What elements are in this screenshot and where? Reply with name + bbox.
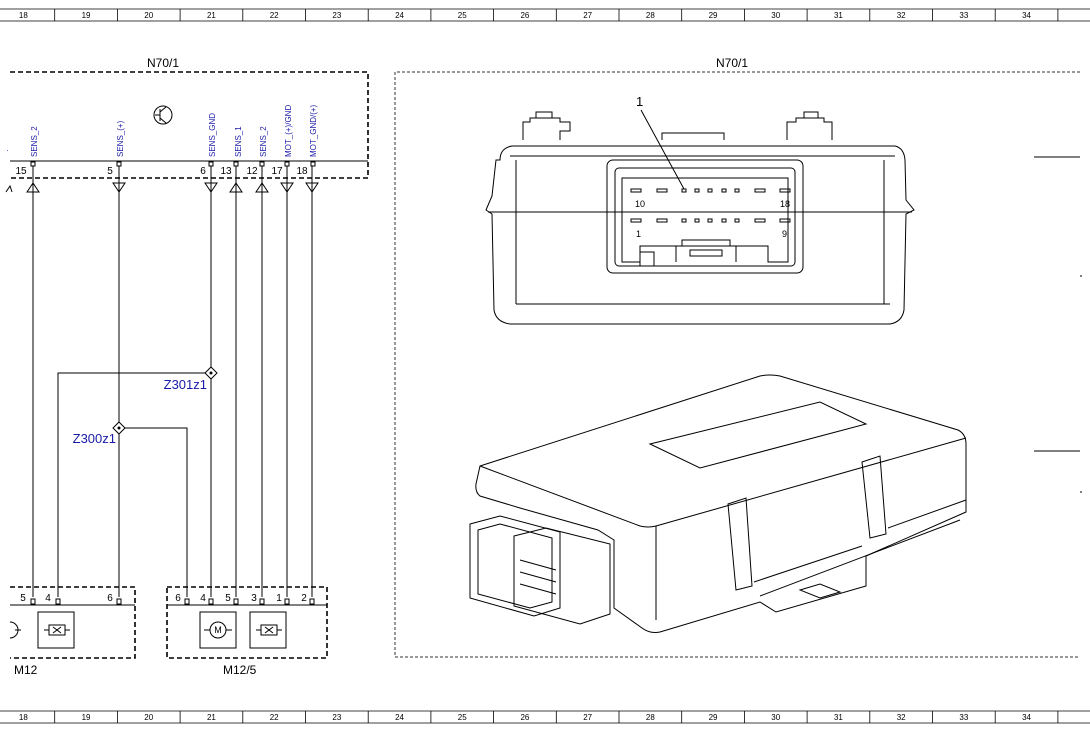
ruler-number: 24 [395,713,404,722]
ruler-number: 31 [834,11,843,20]
pin-number: 15 [15,166,27,177]
pin-number: 6 [107,593,113,604]
ruler-number: 26 [520,11,529,20]
ruler-number: 30 [771,11,780,20]
pin-number: 17 [271,166,283,177]
ruler-number: 29 [709,11,718,20]
ruler-number: 30 [771,713,780,722]
m12-5-component: 6 4 5 3 1 2 M M12/5 [166,586,328,677]
ruler-number: 34 [1022,713,1031,722]
ruler-number: 22 [270,713,279,722]
ruler-number: 21 [207,11,216,20]
bottom-ruler: 18 19 20 21 22 23 24 25 26 27 28 29 30 31 32 33 34 [0,710,1090,724]
motor-icon: M [199,611,237,649]
ruler-number: 33 [959,713,968,722]
right-box-title: N70/1 [716,56,748,70]
signal-label: SENS_(+) [116,120,125,157]
module-isometric-view [469,374,967,633]
motor-symbol: M [214,625,222,635]
ruler-number: 23 [332,11,341,20]
pin-number: 2 [301,593,307,604]
pin-number: 6 [200,166,206,177]
ruler-number: 25 [458,713,467,722]
pin-number: 5 [107,166,113,177]
signal-label: SENS_2 [30,126,39,157]
pin-number: 4 [200,593,206,604]
top-ruler: 18 19 20 21 22 23 24 25 26 27 28 29 30 31 32 33 34 [0,8,1090,22]
signal-label: SENS_2 [259,126,268,157]
ruler-number: 23 [332,713,341,722]
ruler-number: 31 [834,713,843,722]
sensor-icon [37,611,75,649]
wires [32,166,313,597]
ruler-number: 18 [19,713,28,722]
signal-label: MOT_GND/(+) [309,104,318,157]
transistor-icon [153,105,173,125]
ruler-number: 28 [646,11,655,20]
pin-number: 5 [20,593,26,604]
ruler-number: 24 [395,11,404,20]
pin-number: 6 [175,593,181,604]
pin-label-top-right: 18 [780,199,790,209]
signal-columns: SENS_2 15 SENS_(+) 5 SENS_GND 6 SENS_1 1… [15,104,318,177]
ruler-number: 20 [144,713,153,722]
m12-5-label: M12/5 [223,663,257,677]
pin-label-bottom-left: 1 [636,229,641,239]
splice-label: Z300z1 [73,431,116,446]
ruler-number: 34 [1022,11,1031,20]
pin-number: 13 [220,166,232,177]
pin-number: 18 [296,166,308,177]
module-front-view: 10 18 1 9 [485,111,915,325]
callout-number: 1 [636,94,643,109]
sensor-icon [249,611,287,649]
signal-label: SENS_1 [234,126,243,157]
pin-number: 5 [225,593,231,604]
ruler-number: 32 [897,713,906,722]
ruler-number: 19 [82,11,91,20]
ruler-number: 26 [520,713,529,722]
pin-label-bottom-right: 9 [782,229,787,239]
m12-component: 5 4 6 M12 [9,586,136,677]
signal-label: MOT_(+)/GND [284,105,293,157]
ruler-number: 22 [270,11,279,20]
ruler-number: 27 [583,713,592,722]
connector-pins [630,188,791,223]
ruler-number: 18 [19,11,28,20]
signal-label: SENS_GND [208,113,217,157]
ruler-number: 25 [458,11,467,20]
splice-z301z1: Z301z1 [164,366,218,392]
ruler-number: 32 [897,11,906,20]
n70-1-illustration-box: N70/1 1 [394,56,1082,658]
ruler-number: 19 [82,713,91,722]
n70-1-schematic-box: N70/1 · [3,56,369,179]
pin-number: 4 [45,593,51,604]
truncated-signal-label: · [3,149,12,152]
ruler-number: 29 [709,713,718,722]
ruler-number: 28 [646,713,655,722]
pin-number: 3 [251,593,257,604]
pin-label-top-left: 10 [635,199,645,209]
pin-arrows [5,182,319,193]
ruler-number: 27 [583,11,592,20]
left-box-title: N70/1 [147,56,179,70]
ruler-number: 21 [207,713,216,722]
ruler-number: 20 [144,11,153,20]
ruler-number: 33 [959,11,968,20]
pin-number: 1 [276,593,282,604]
pin-number: 12 [246,166,258,177]
splice-z300z1: Z300z1 [73,421,126,446]
m12-label: M12 [14,663,38,677]
splice-label: Z301z1 [164,377,207,392]
